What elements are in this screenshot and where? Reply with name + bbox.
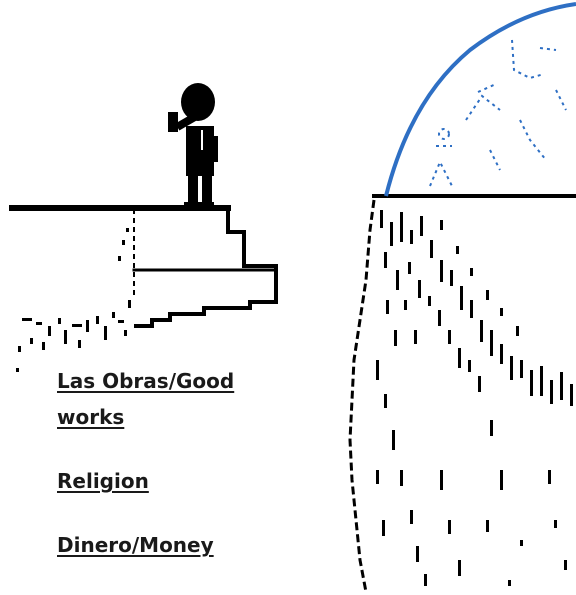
good-works-label-line1: Las Obras/Good (57, 369, 235, 393)
money-label: Dinero/Money (57, 533, 214, 557)
right-cliff (348, 194, 576, 593)
heaven-dome-icon (384, 2, 576, 197)
good-works-label-line2: works (57, 405, 125, 429)
ledge-rubble (16, 228, 131, 372)
right-cliff-texture (376, 210, 573, 586)
thinking-person-icon (168, 83, 218, 208)
left-ledge (9, 205, 278, 328)
religion-label: Religion (57, 469, 149, 493)
